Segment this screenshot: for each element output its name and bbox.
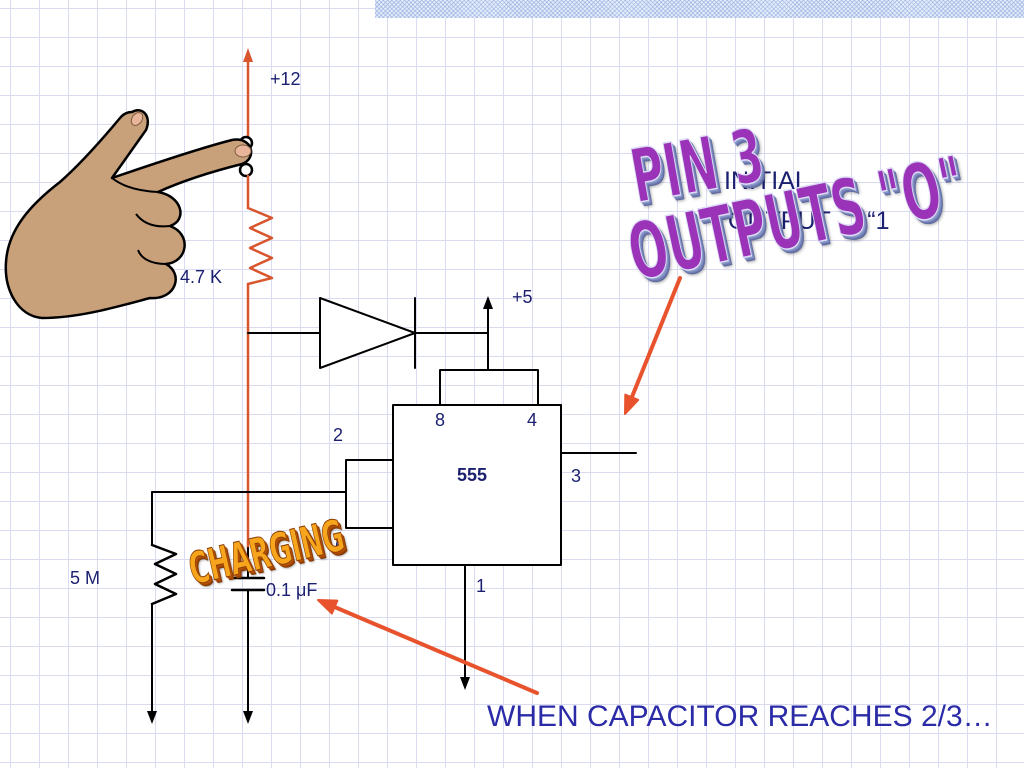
pin-6-label: 6 [335,536,346,556]
supply-12v-label: +12 [270,69,301,89]
red-arrow-to-capacitor-shaft [332,605,539,695]
resistor-4-7k-label: 4.7 K [180,267,223,287]
red-arrow-to-pin3-shaft [629,276,682,400]
hand-outline [4,109,253,320]
pin-1-arrow-icon [460,677,470,690]
ground-arrow-center-icon [243,711,253,724]
hand-crease-finger-1 [135,213,171,228]
supply-5v-arrow-icon [483,296,493,309]
callout-initial-line1: INITIAL [724,167,809,195]
pin-2-label: 2 [333,425,344,445]
ic-555-label: 555 [457,465,488,485]
resistor-5m [150,543,178,606]
supply-12v-arrow-icon [243,48,253,62]
wire-pins-8-4 [439,369,539,406]
ground-arrow-left-icon [147,711,157,724]
pin-4-label: 4 [527,410,538,430]
resistor-4-7k [246,206,274,286]
diode-triangle [319,297,416,369]
pin-1-label: 1 [476,576,487,596]
hand-crease-finger-2 [137,249,167,265]
wire-pins-2-6-bracket [345,459,394,529]
supply-5v-label: +5 [512,287,533,307]
thumb-nail [130,112,144,126]
index-fingernail [234,144,252,158]
callout-initial-line2: OUTPUT “1 [728,207,890,235]
resistor-5m-label: 5 M [70,568,101,588]
hand-crease-thumb [111,177,159,193]
pin-8-label: 8 [435,410,446,430]
hatched-top-band [375,0,1024,18]
pin-3-label: 3 [571,466,582,486]
ic-555-body [392,404,562,566]
slide-caption: WHEN CAPACITOR REACHES 2/3… [487,700,993,733]
capacitor-label: 0.1 μF [266,580,318,600]
red-arrow-to-capacitor-icon [317,599,339,615]
switch-contact-bottom [238,162,254,178]
red-arrow-to-pin3-icon [624,393,640,415]
pointing-hand-icon [4,109,253,320]
